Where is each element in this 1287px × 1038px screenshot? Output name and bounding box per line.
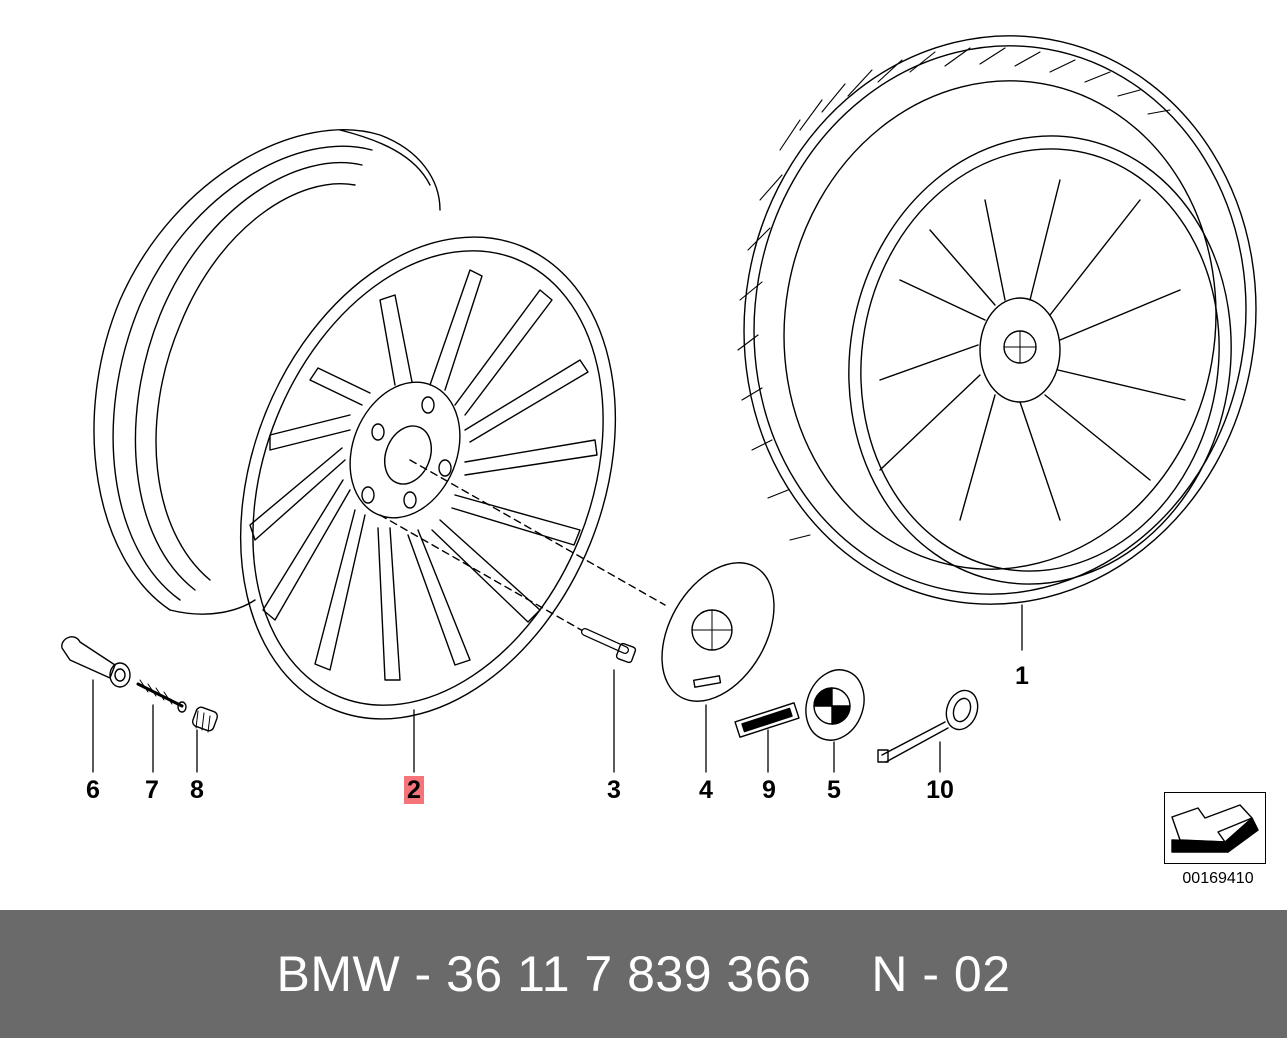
callout-8: 8	[190, 776, 204, 804]
hub-cover-part	[661, 562, 775, 702]
callout-5: 5	[827, 776, 841, 804]
callout-9: 9	[762, 776, 776, 804]
leader-lines	[92, 604, 1023, 773]
callout-1: 1	[1015, 662, 1029, 690]
puller-tool-part	[877, 689, 979, 763]
callout-10: 10	[926, 776, 954, 804]
callout-4: 4	[699, 776, 713, 804]
reference-code: 00169410	[1182, 870, 1254, 887]
footer-text: BMW - 36 11 7 839 366 N - 02	[0, 910, 1287, 1038]
part-number: BMW - 36 11 7 839 366	[276, 946, 812, 1002]
wheel-bolt-part	[581, 628, 637, 664]
callout-7: 7	[145, 776, 159, 804]
callout-6: 6	[86, 776, 100, 804]
valve-cap-part	[191, 706, 219, 733]
rim-drawing	[93, 129, 666, 720]
badge-part	[805, 669, 865, 741]
footer-bar: BMW - 36 11 7 839 366 N - 02	[0, 910, 1287, 1038]
complete-wheel-drawing	[737, 35, 1257, 605]
callout-2: 2	[404, 776, 424, 804]
valve-part	[61, 636, 131, 688]
emblem-plate-part	[734, 702, 800, 738]
reference-arrow-overlay	[1171, 804, 1259, 853]
diagram-position: N - 02	[871, 946, 1011, 1002]
callout-3: 3	[607, 776, 621, 804]
valve-core-part	[136, 679, 187, 713]
